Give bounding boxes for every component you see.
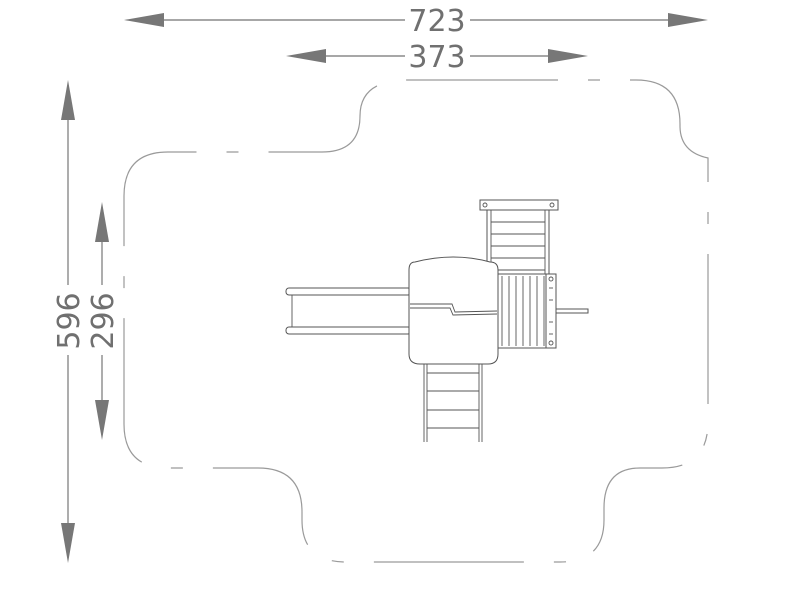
slide xyxy=(285,287,412,335)
safety-zone-outline xyxy=(123,79,709,563)
arrow-right-icon xyxy=(668,13,708,27)
inner-depth-dimension: 296 xyxy=(86,202,121,440)
inner-depth-label: 296 xyxy=(86,292,121,349)
handle-bar xyxy=(555,308,589,314)
inner-width-dimension: 373 xyxy=(286,40,588,75)
arrow-down-icon xyxy=(61,523,75,563)
overall-width-label: 723 xyxy=(408,4,465,39)
arrow-left-icon xyxy=(124,13,164,27)
arrow-up-icon xyxy=(61,80,75,120)
ladder-bottom xyxy=(423,362,483,442)
inner-width-label: 373 xyxy=(408,40,465,75)
arrow-down-icon xyxy=(95,400,109,440)
overall-depth-label: 596 xyxy=(52,292,87,349)
arrow-left-icon xyxy=(286,49,326,63)
play-structure xyxy=(285,199,589,442)
overall-depth-dimension: 596 xyxy=(52,80,87,563)
arrow-up-icon xyxy=(95,202,109,242)
tower-roof xyxy=(408,256,499,365)
arrow-right-icon xyxy=(548,49,588,63)
overall-width-dimension: 723 xyxy=(124,4,708,39)
platform-deck xyxy=(493,273,557,349)
